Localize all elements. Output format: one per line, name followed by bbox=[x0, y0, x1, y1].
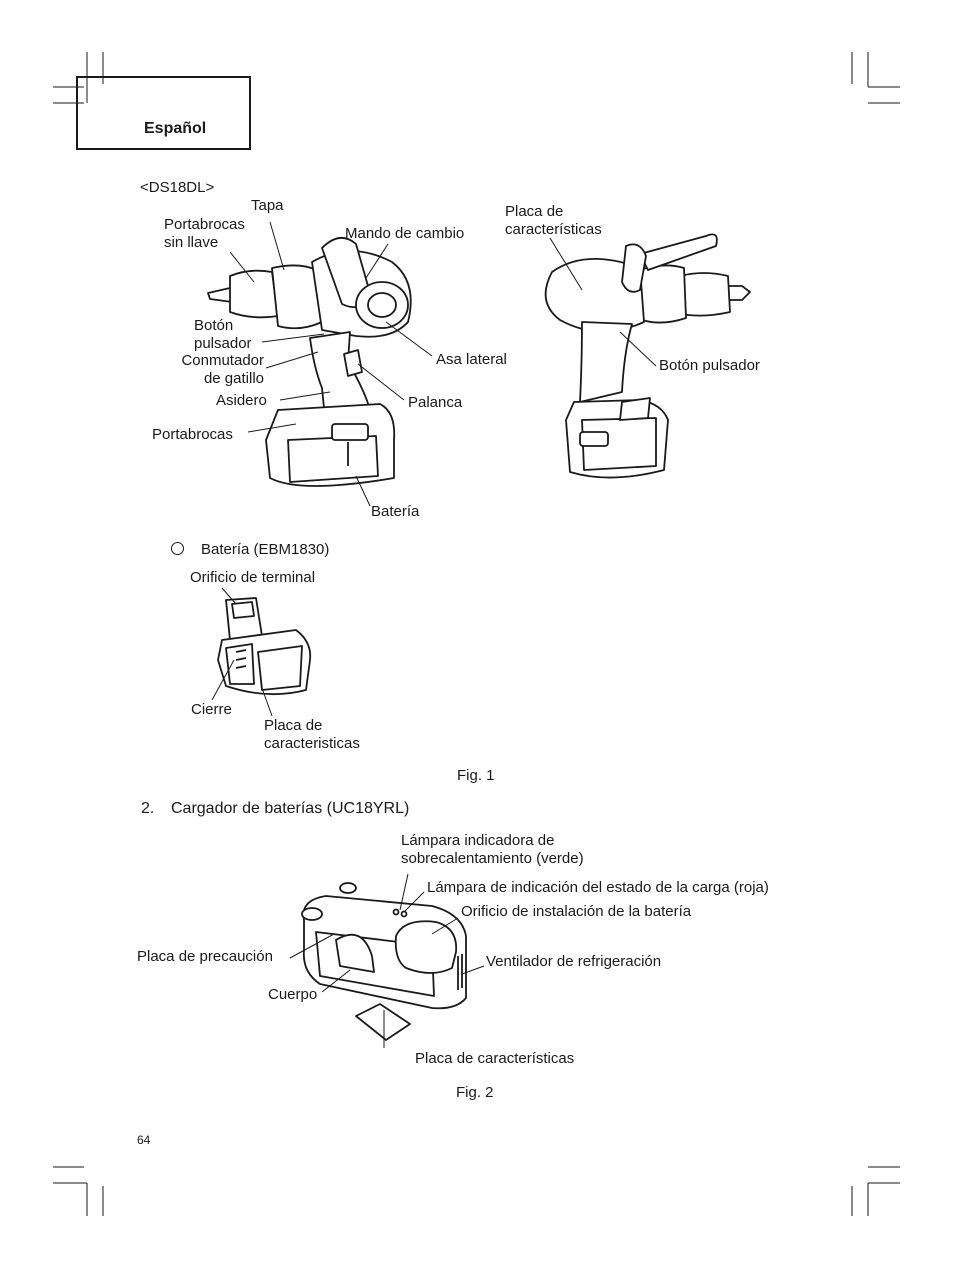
section-title: Cargador de baterías (UC18YRL) bbox=[171, 800, 410, 817]
label-lampara-estado-carga: Lámpara de indicación del estado de la c… bbox=[427, 879, 769, 896]
battery-illustration bbox=[217, 597, 312, 696]
leader-lines bbox=[211, 221, 657, 1048]
label-placa-de-caracteristicas-battery: Placa de caracteristicas bbox=[264, 717, 360, 752]
language-tab: Español bbox=[76, 76, 251, 150]
figure-1-caption: Fig. 1 bbox=[457, 767, 495, 784]
label-placa-de-caracteristicas-charger: Placa de características bbox=[415, 1050, 575, 1067]
label-orificio-de-terminal: Orificio de terminal bbox=[190, 569, 316, 586]
label-mando-de-cambio: Mando de cambio bbox=[345, 225, 465, 242]
language-label: Español bbox=[144, 120, 207, 137]
drill-left-illustration bbox=[207, 237, 412, 487]
label-bateria: Batería bbox=[371, 503, 420, 520]
label-boton-pulsador-left: Botón pulsador bbox=[194, 317, 252, 352]
crop-marks bbox=[53, 52, 900, 1216]
drill-right-illustration bbox=[544, 233, 751, 479]
label-lampara-sobrecalentamiento: Lámpara indicadora de sobrecalentamiento… bbox=[401, 832, 584, 867]
model-label: <DS18DL> bbox=[140, 179, 215, 196]
label-ventilador: Ventilador de refrigeración bbox=[486, 953, 662, 970]
bullet-circle-icon bbox=[171, 542, 184, 555]
label-boton-pulsador-right: Botón pulsador bbox=[659, 357, 760, 374]
label-tapa: Tapa bbox=[251, 197, 284, 214]
charger-illustration bbox=[301, 882, 467, 1041]
page-number: 64 bbox=[137, 1133, 151, 1147]
battery-heading: Batería (EBM1830) bbox=[201, 541, 330, 558]
label-conmutador-de-gatillo: Conmutador de gatillo bbox=[181, 352, 264, 387]
label-palanca: Palanca bbox=[408, 394, 463, 411]
label-cierre: Cierre bbox=[191, 701, 232, 718]
label-portabrocas: Portabrocas bbox=[152, 426, 233, 443]
label-portabrocas-sin-llave: Portabrocas sin llave bbox=[164, 216, 245, 251]
label-orificio-instalacion: Orificio de instalación de la batería bbox=[461, 903, 692, 920]
label-cuerpo: Cuerpo bbox=[268, 986, 318, 1003]
label-asidero: Asidero bbox=[216, 392, 267, 409]
figure-2-caption: Fig. 2 bbox=[456, 1084, 494, 1101]
label-placa-de-precaucion: Placa de precaución bbox=[137, 948, 273, 965]
section-number: 2. bbox=[141, 800, 155, 817]
label-asa-lateral: Asa lateral bbox=[436, 351, 507, 368]
label-placa-caracteristicas-drill: Placa de características bbox=[505, 203, 602, 238]
